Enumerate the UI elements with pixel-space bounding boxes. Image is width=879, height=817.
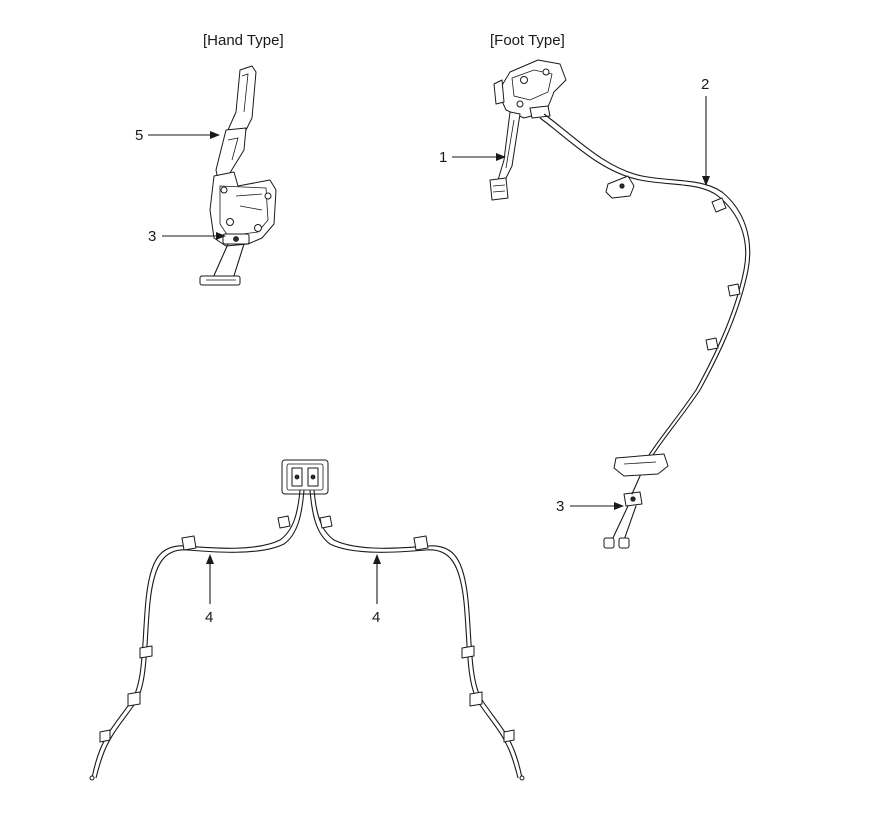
- front-cable: [539, 113, 751, 471]
- hand-type-lever-assembly: [199, 65, 277, 286]
- foot-equalizer-assembly: [603, 453, 669, 549]
- caption-foot-type: [Foot Type]: [490, 32, 565, 49]
- callout-3-hand-label: 3: [148, 228, 156, 245]
- caption-hand-type: [Hand Type]: [203, 32, 284, 49]
- callout-4-rear-cable-left: 4: [205, 554, 214, 626]
- foot-type-pedal-assembly: [489, 59, 567, 201]
- callout-3-foot-equalizer: 3: [556, 498, 624, 515]
- rear-cable-assembly: [89, 459, 525, 781]
- callout-4-rear-cable-right: 4: [372, 554, 381, 626]
- callout-2-front-cable: 2: [701, 76, 710, 186]
- callout-5-label: 5: [135, 127, 143, 144]
- callout-1-pedal: 1: [439, 149, 506, 166]
- callout-2-label: 2: [701, 76, 709, 93]
- callout-5-lever: 5: [135, 127, 220, 144]
- callout-3-hand-equalizer: 3: [148, 228, 226, 245]
- callout-4-left-label: 4: [205, 609, 213, 626]
- callout-1-label: 1: [439, 149, 447, 166]
- callout-4-right-label: 4: [372, 609, 380, 626]
- callout-3-foot-label: 3: [556, 498, 564, 515]
